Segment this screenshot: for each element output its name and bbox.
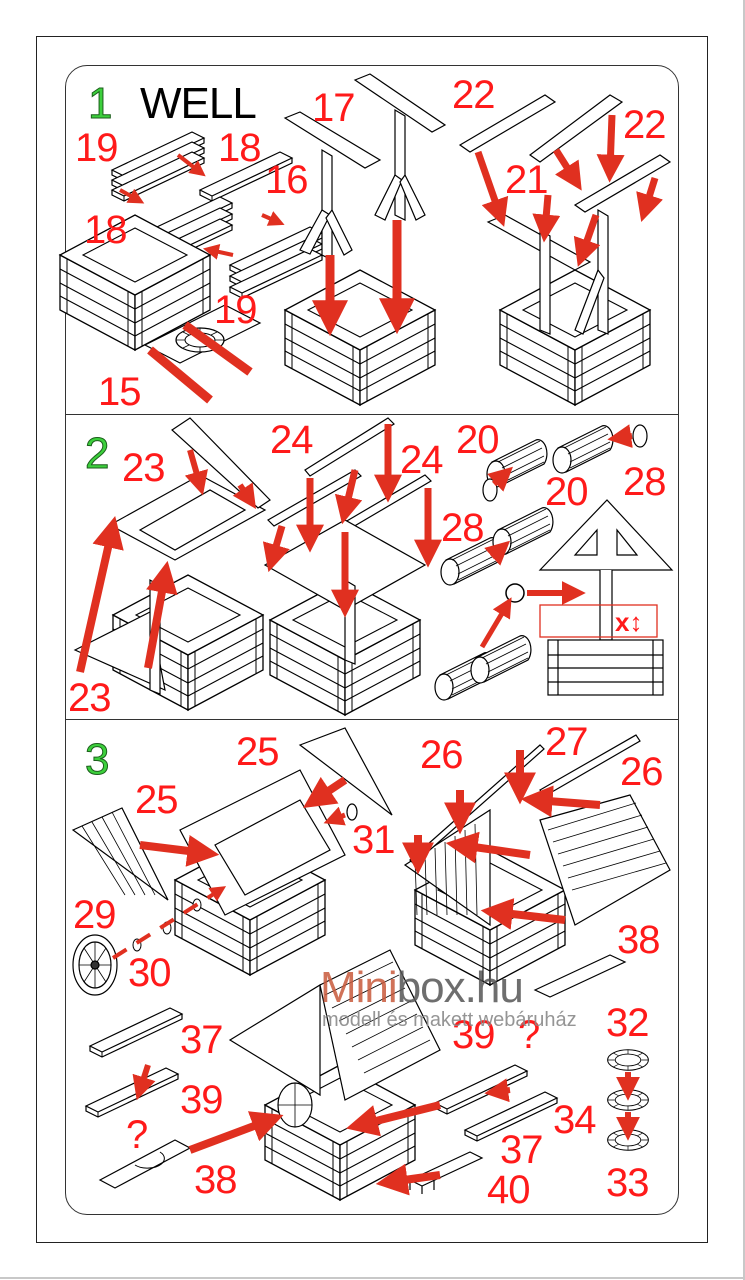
part-label: 22 bbox=[452, 73, 495, 117]
document-title: WELL bbox=[140, 79, 257, 128]
part-label: 28 bbox=[441, 506, 484, 550]
page-edge bbox=[0, 1277, 745, 1279]
part-label: 16 bbox=[265, 158, 308, 202]
step3-rings bbox=[607, 1049, 649, 1151]
part-label: 34 bbox=[553, 1098, 596, 1142]
part-label: 18 bbox=[218, 126, 261, 170]
part-label: 29 bbox=[73, 893, 116, 937]
step-divider bbox=[65, 719, 679, 720]
part-label: 28 bbox=[623, 460, 666, 504]
part-label: 24 bbox=[400, 438, 443, 482]
step-number: 3 bbox=[84, 735, 110, 784]
part-label: 39 bbox=[180, 1078, 223, 1122]
watermark-tagline: modell és makett webáruház bbox=[322, 1009, 577, 1031]
step3-wheel bbox=[72, 934, 118, 996]
step3-final-roof bbox=[228, 949, 441, 1128]
part-label: 20 bbox=[456, 418, 499, 462]
page-edge bbox=[743, 0, 745, 1280]
part-label: 27 bbox=[545, 720, 588, 764]
part-label: 22 bbox=[623, 103, 666, 147]
part-label: 19 bbox=[214, 288, 257, 332]
part-label: 26 bbox=[620, 750, 663, 794]
part-label: 38 bbox=[194, 1158, 237, 1202]
watermark-logo: Minibox.hu bbox=[320, 963, 524, 1012]
part-label: 25 bbox=[236, 730, 279, 774]
part-label: 23 bbox=[122, 446, 165, 490]
watermark-brand-b: box.hu bbox=[396, 963, 524, 1012]
part-label: 19 bbox=[75, 126, 118, 170]
height-adjust-mark: x↕ bbox=[615, 607, 643, 637]
part-label: 15 bbox=[98, 370, 141, 414]
step1-frame-posts bbox=[283, 73, 447, 261]
part-label: 24 bbox=[270, 418, 313, 462]
part-label: 33 bbox=[606, 1161, 649, 1205]
part-label: 30 bbox=[128, 951, 171, 995]
part-label: 17 bbox=[312, 86, 355, 130]
part-label: 38 bbox=[617, 918, 660, 962]
part-label: 32 bbox=[606, 1001, 649, 1045]
part-label: 25 bbox=[135, 778, 178, 822]
watermark-brand-a: Mini bbox=[320, 963, 398, 1012]
step3-part-38-top bbox=[533, 954, 627, 998]
step3-loose-parts bbox=[85, 1007, 558, 1194]
step-divider bbox=[65, 414, 679, 415]
step-number: 2 bbox=[84, 429, 110, 478]
part-label: ? bbox=[126, 1113, 148, 1157]
step2-front-view bbox=[538, 499, 674, 696]
part-label: 39 bbox=[452, 1013, 495, 1057]
part-label: 23 bbox=[68, 676, 111, 720]
part-label: 21 bbox=[505, 158, 548, 202]
part-label: 20 bbox=[545, 470, 588, 514]
step-number: 1 bbox=[87, 79, 113, 128]
part-label: 37 bbox=[180, 1018, 223, 1062]
outer-frame bbox=[36, 36, 708, 1243]
part-label: 31 bbox=[352, 818, 395, 862]
part-label: 26 bbox=[420, 733, 463, 777]
part-label: 18 bbox=[84, 208, 127, 252]
part-label: ? bbox=[518, 1013, 540, 1057]
step3-roof-gable-a bbox=[71, 727, 393, 916]
part-label: 37 bbox=[500, 1128, 543, 1172]
part-label: 40 bbox=[487, 1168, 530, 1212]
